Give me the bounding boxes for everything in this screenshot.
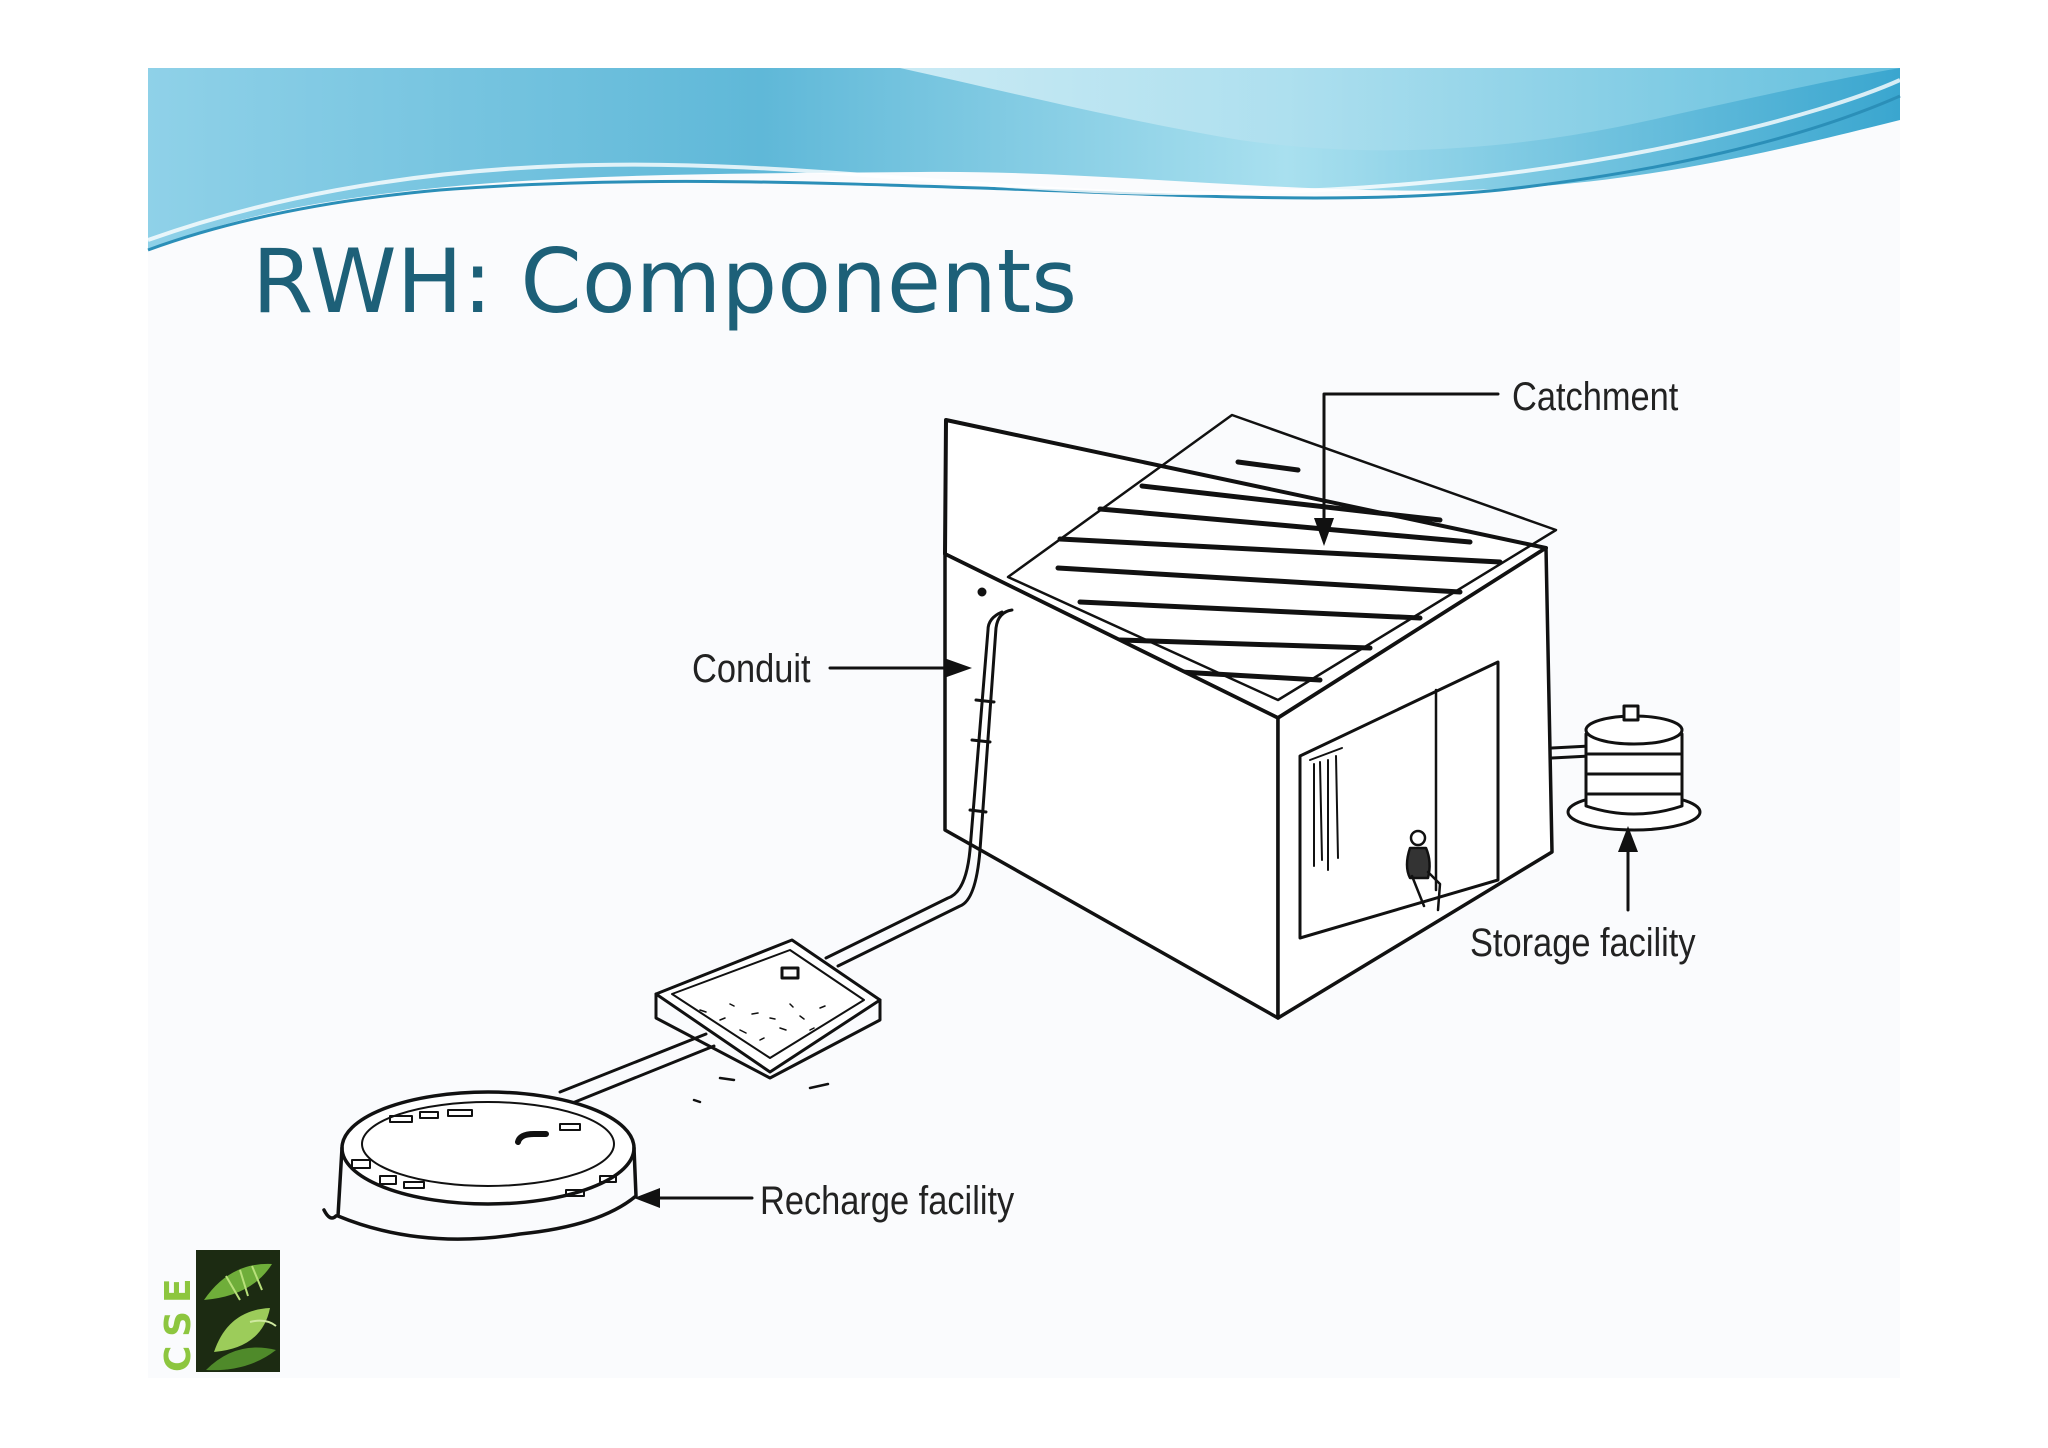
roof-stripes bbox=[1055, 459, 1503, 683]
storage-label: Storage facility bbox=[1470, 920, 1696, 965]
catchment-label: Catchment bbox=[1512, 374, 1679, 419]
person-figure bbox=[1405, 829, 1442, 912]
conduit-pipe bbox=[824, 587, 1014, 968]
catchment-callout: Catchment bbox=[1314, 374, 1679, 546]
slide-title: RWH: Components bbox=[252, 230, 1077, 333]
recharge-callout: Recharge facility bbox=[634, 1178, 1015, 1223]
header-wave bbox=[147, 68, 1901, 252]
recharge-pipe bbox=[558, 1032, 716, 1106]
logo-letters: CSE bbox=[158, 1270, 199, 1372]
storage-callout: Storage facility bbox=[1470, 826, 1696, 965]
recharge-well bbox=[322, 1090, 638, 1241]
recharge-label: Recharge facility bbox=[760, 1178, 1015, 1223]
filter-pit bbox=[654, 938, 882, 1104]
conduit-callout: Conduit bbox=[692, 646, 972, 691]
storage-tank bbox=[1550, 704, 1702, 832]
cse-logo: CSE bbox=[158, 1250, 280, 1372]
leaf-icon bbox=[204, 1263, 277, 1371]
building bbox=[943, 413, 1558, 1020]
conduit-label: Conduit bbox=[692, 646, 811, 691]
